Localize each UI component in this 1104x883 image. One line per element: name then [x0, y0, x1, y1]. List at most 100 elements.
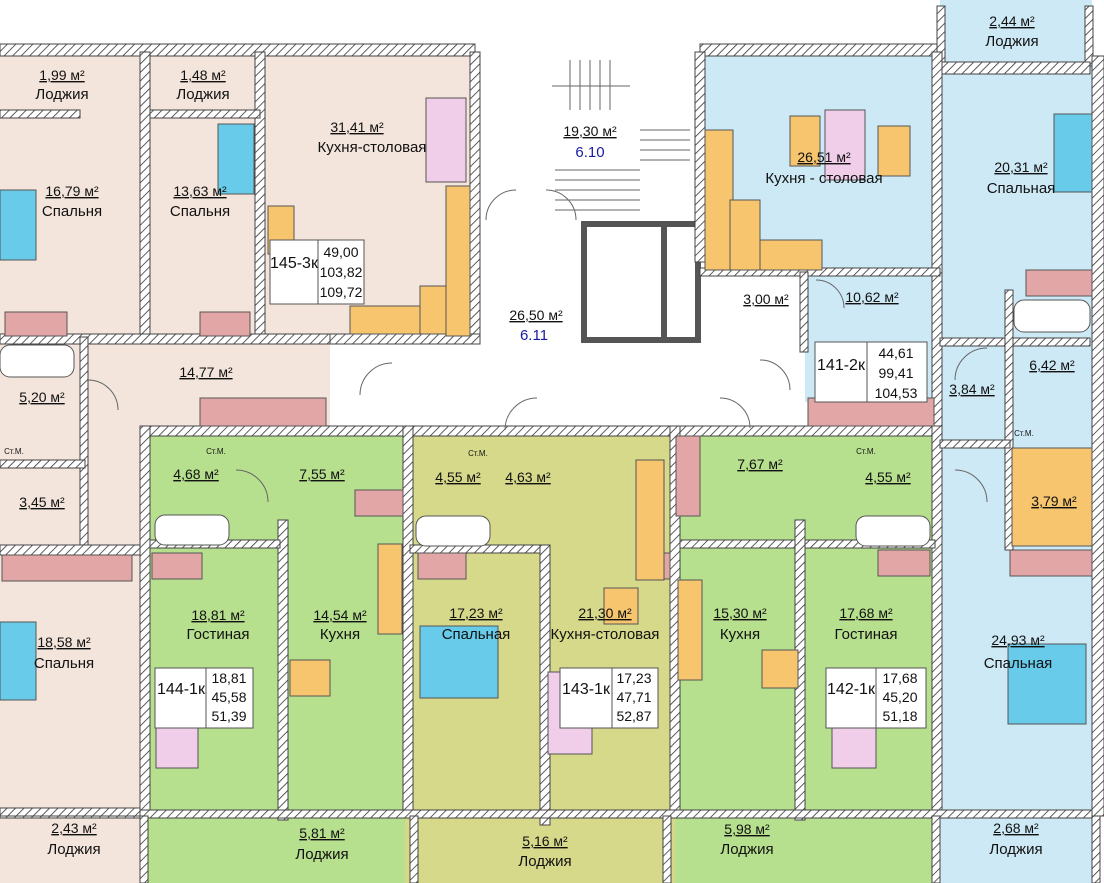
- washer-label: Ст.М.: [856, 447, 876, 456]
- loggia-143-area: 5,16 м²: [522, 833, 568, 849]
- apt-142-label: 142-1к: [827, 681, 876, 698]
- apt-143-value-1: 17,23: [616, 670, 651, 686]
- bed-tl-area: 16,79 м²: [45, 183, 99, 199]
- hall-common-code: 6.11: [520, 327, 548, 344]
- washer-label: Ст.М.: [468, 449, 488, 458]
- loggia-144-area: 5,81 м²: [299, 825, 345, 841]
- room-labels: 2,44 м² Лоджия 1,99 м² Лоджия 1,48 м² Ло…: [19, 13, 1077, 870]
- apartment-box-text: 145-3к 49,00 103,82 109,72 141-2к 44,61 …: [157, 244, 918, 724]
- kitchen-143-area: 21,30 м²: [578, 605, 632, 621]
- apartment-boxes: [154, 239, 928, 729]
- window-sills: [1, 269, 1093, 582]
- elevator-2: [661, 221, 701, 343]
- bed-tl2-area: 13,63 м²: [173, 183, 227, 199]
- apt-145-value-1: 49,00: [323, 244, 358, 260]
- washer-label: Ст.М.: [206, 447, 226, 456]
- corridor-fill: [330, 337, 805, 432]
- bed-143-name: Спальная: [442, 626, 511, 643]
- bath-141-area: 3,00 м²: [743, 291, 789, 307]
- bed-bl-area: 18,58 м²: [37, 634, 91, 650]
- apt-144-value-2: 45,58: [211, 689, 246, 705]
- loggia-tl-area: 1,99 м²: [39, 67, 85, 83]
- kitchen-144-area: 14,54 м²: [313, 607, 367, 623]
- apt-144-label: 144-1к: [157, 681, 206, 698]
- apt-142-value-2: 45,20: [882, 689, 917, 705]
- apt-144-value-1: 18,81: [211, 670, 246, 686]
- apt-144-value-3: 51,39: [211, 708, 246, 724]
- hall-143-area: 4,63 м²: [505, 469, 551, 485]
- apt-143-label: 143-1к: [562, 681, 611, 698]
- hall-145-area: 14,77 м²: [179, 364, 233, 380]
- living-142-area: 17,68 м²: [839, 605, 893, 621]
- living-144-area: 18,81 м²: [191, 607, 245, 623]
- bed-bl-name: Спальня: [34, 655, 94, 672]
- furniture: [0, 97, 1093, 769]
- loggia-144-name: Лоджия: [295, 846, 348, 863]
- apt-142-value-3: 51,18: [882, 708, 917, 724]
- bed-143-area: 17,23 м²: [449, 605, 503, 621]
- living-144-name: Гостиная: [187, 626, 250, 643]
- apt-141-value-1: 44,61: [878, 345, 913, 361]
- loggia-tl2-area: 1,48 м²: [180, 67, 226, 83]
- bath-144-area: 4,68 м²: [173, 466, 219, 482]
- hall-144-area: 7,55 м²: [299, 466, 345, 482]
- apt-143-value-3: 52,87: [616, 708, 651, 724]
- stair-area: 19,30 м²: [563, 123, 617, 139]
- wc-r-area: 3,79 м²: [1031, 493, 1077, 509]
- bed-br-area: 24,93 м²: [991, 632, 1045, 648]
- bath-r-area: 6,42 м²: [1029, 357, 1075, 373]
- hall-common-area: 26,50 м²: [509, 307, 563, 323]
- living-142-name: Гостиная: [835, 626, 898, 643]
- kitchen-142-name: Кухня: [720, 626, 760, 643]
- washer-label: Ст.М.: [1014, 429, 1034, 438]
- bed-tl2-name: Спальня: [170, 203, 230, 220]
- bath-143-area: 4,55 м²: [435, 469, 481, 485]
- kitchen-142-area: 15,30 м²: [713, 605, 767, 621]
- kitchen-145-area: 31,41 м²: [330, 119, 384, 135]
- apt-141-value-2: 99,41: [878, 365, 913, 381]
- walls: [0, 5, 1104, 883]
- bath-142-area: 4,55 м²: [865, 469, 911, 485]
- kitchen-141-area: 26,51 м²: [797, 149, 851, 165]
- hall-142-area: 7,67 м²: [737, 456, 783, 472]
- door-swings: [87, 189, 988, 503]
- kitchen-144-name: Кухня: [320, 626, 360, 643]
- stair-steps: [552, 60, 690, 211]
- stair-code: 6.10: [575, 144, 604, 161]
- kitchen-141-name: Кухня - столовая: [765, 170, 882, 187]
- apt-145-value-2: 103,82: [320, 264, 363, 280]
- loggia-br-name: Лоджия: [989, 841, 1042, 858]
- apt-141-value-3: 104,53: [875, 385, 918, 401]
- elevator-1: [581, 221, 667, 343]
- loggia-br-area: 2,68 м²: [993, 820, 1039, 836]
- loggia-tl2-name: Лоджия: [176, 86, 229, 103]
- bed-tr-name: Спальная: [987, 180, 1056, 197]
- apt-141-label: 141-2к: [817, 357, 866, 374]
- bed-tl-name: Спальня: [42, 203, 102, 220]
- loggia-142-name: Лоджия: [720, 841, 773, 858]
- apt-142-fill: [675, 432, 937, 883]
- loggia-143-name: Лоджия: [518, 853, 571, 870]
- kitchen-145-name: Кухня-столовая: [318, 139, 427, 156]
- washer-label: Ст.М.: [4, 447, 24, 456]
- hall-141-area: 10,62 м²: [845, 289, 899, 305]
- hall-r-area: 3,84 м²: [949, 381, 995, 397]
- loggia-bl-name: Лоджия: [47, 841, 100, 858]
- apt-143-value-2: 47,71: [616, 689, 651, 705]
- loggia-142-area: 5,98 м²: [724, 821, 770, 837]
- loggia-bl-area: 2,43 м²: [51, 820, 97, 836]
- loggia-tl-name: Лоджия: [35, 86, 88, 103]
- apt-142-value-1: 17,68: [882, 670, 917, 686]
- loggia-tr-area: 2,44 м²: [989, 13, 1035, 29]
- bed-br-name: Спальная: [984, 655, 1053, 672]
- fixture-labels: Ст.М. Ст.М. Ст.М. Ст.М. Ст.М.: [4, 429, 1034, 458]
- loggia-tr-name: Лоджия: [985, 33, 1038, 50]
- kitchen-143-name: Кухня-столовая: [551, 626, 660, 643]
- bath-l-area: 5,20 м²: [19, 389, 65, 405]
- apt-145-label: 145-3к: [270, 255, 319, 272]
- wc-l-area: 3,45 м²: [19, 494, 65, 510]
- bed-tr-area: 20,31 м²: [994, 159, 1048, 175]
- apt-pink-left-fill: [0, 337, 140, 883]
- apt-145-value-3: 109,72: [320, 284, 363, 300]
